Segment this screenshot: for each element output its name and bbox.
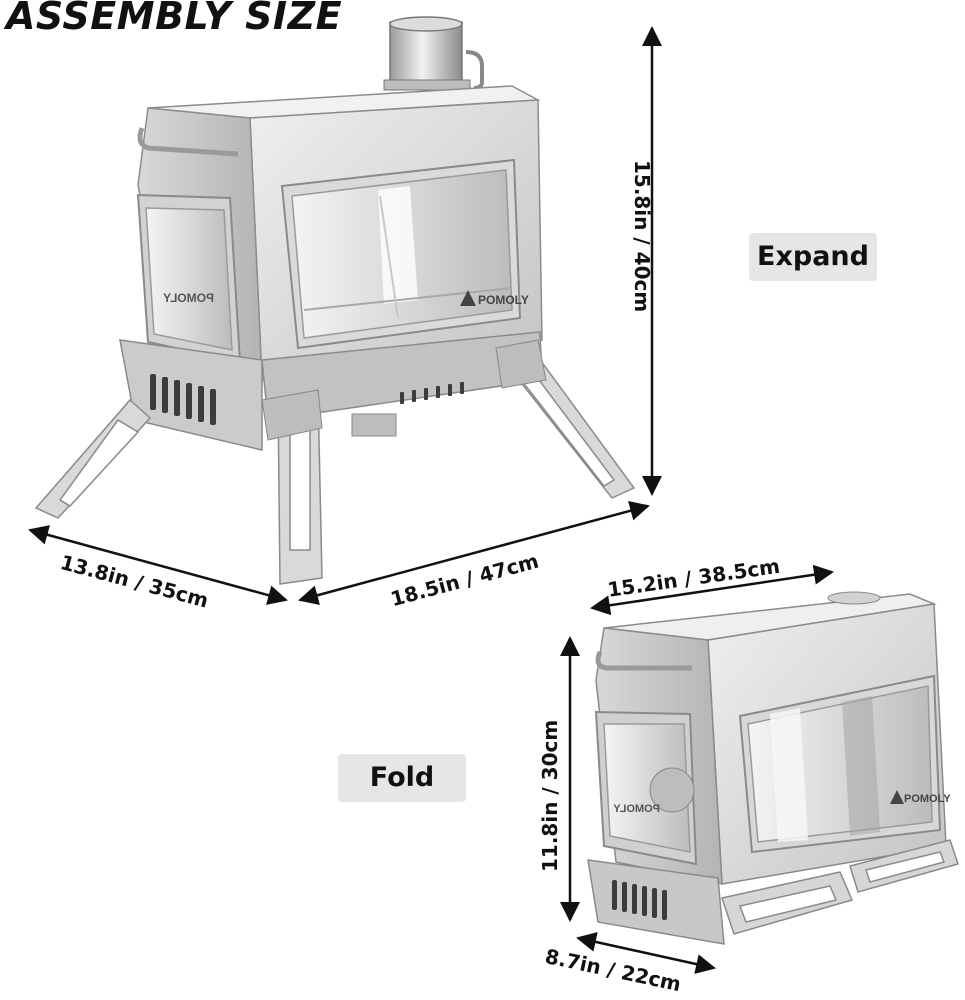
folded-brand-logo-mirrored: POMOLY [613, 803, 660, 815]
stove-legs [34, 345, 636, 585]
expanded-stove: POMOLY POMOLY [34, 16, 636, 585]
folded-stove: POMOLY POMOLY [587, 591, 959, 945]
dimension-arrows [28, 25, 834, 974]
expand-label: Expand [749, 233, 877, 281]
air-vents [150, 374, 464, 425]
side-door-glass [145, 207, 233, 351]
folded-air-vents [612, 880, 667, 920]
fold-height-label: 11.8in / 30cm [538, 719, 562, 872]
folded-legs [721, 839, 959, 935]
svg-text:POMOLY: POMOLY [478, 293, 529, 307]
side-handle [137, 127, 239, 157]
brand-logo: POMOLY [460, 290, 529, 307]
chimney-pipe [383, 16, 484, 91]
folded-brand-logo: POMOLY [890, 790, 951, 805]
svg-text:POMOLY: POMOLY [163, 291, 214, 305]
brand-logo-mirrored: POMOLY [163, 291, 214, 305]
page-title: ASSEMBLY SIZE [6, 0, 343, 38]
svg-text:POMOLY: POMOLY [904, 793, 951, 805]
fold-label: Fold [338, 754, 466, 802]
expand-height-label: 15.8in / 40cm [630, 160, 654, 313]
